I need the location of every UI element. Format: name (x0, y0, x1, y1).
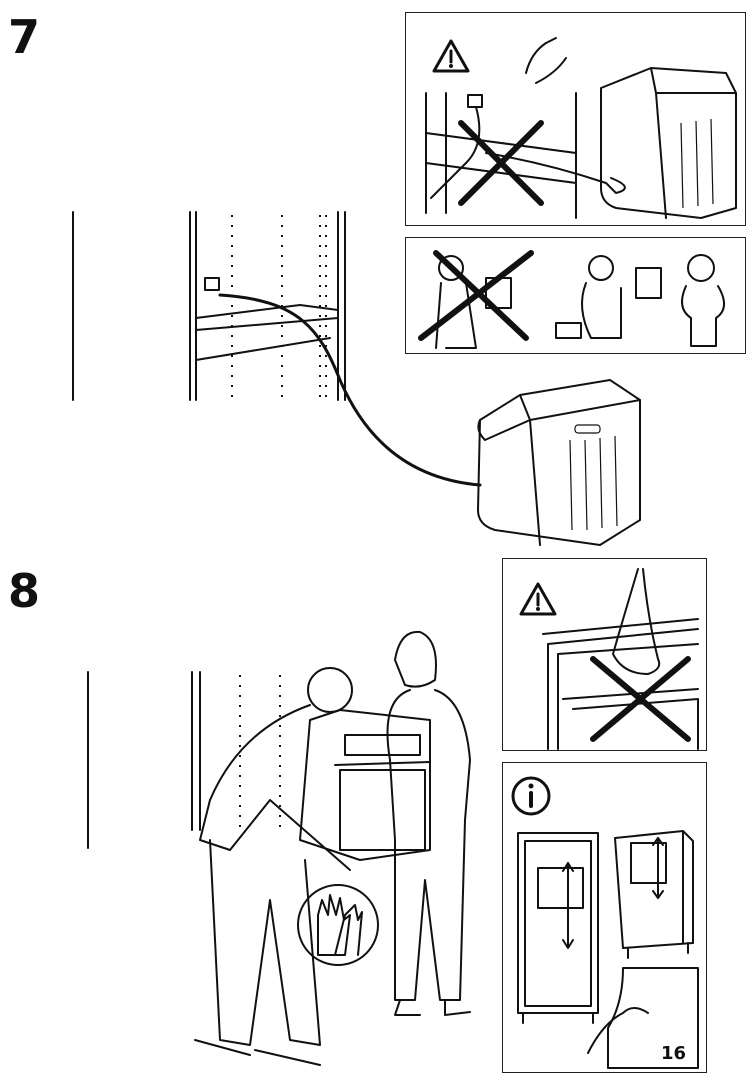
warning-triangle-icon (432, 39, 470, 73)
warning-handle-panel (502, 558, 707, 751)
hand-pointing-icon (525, 37, 567, 84)
cabinet-cable-illustration (72, 211, 641, 546)
page-reference-number: 16 (661, 1043, 686, 1064)
step-number-7: 7 (8, 10, 41, 64)
electrician-panel (405, 237, 746, 354)
oven-illustration (477, 379, 641, 546)
electrician-icon (555, 255, 662, 339)
info-panel: 16 (502, 762, 707, 1073)
oven-front (299, 709, 431, 861)
step-number-8: 8 (8, 564, 41, 618)
person-watching-icon (681, 254, 725, 347)
info-icon (511, 776, 551, 816)
warning-triangle-icon (519, 582, 557, 616)
tall-cabinet-angled (614, 830, 694, 959)
cabinet-side (189, 211, 346, 401)
tall-cabinet-front (517, 832, 599, 1024)
page-reference-icon: 16 (587, 967, 699, 1069)
gloves-icon (297, 884, 379, 966)
woman (386, 630, 471, 1016)
power-cable (218, 293, 482, 487)
warning-cable-panel (405, 12, 746, 226)
man (194, 667, 353, 1066)
